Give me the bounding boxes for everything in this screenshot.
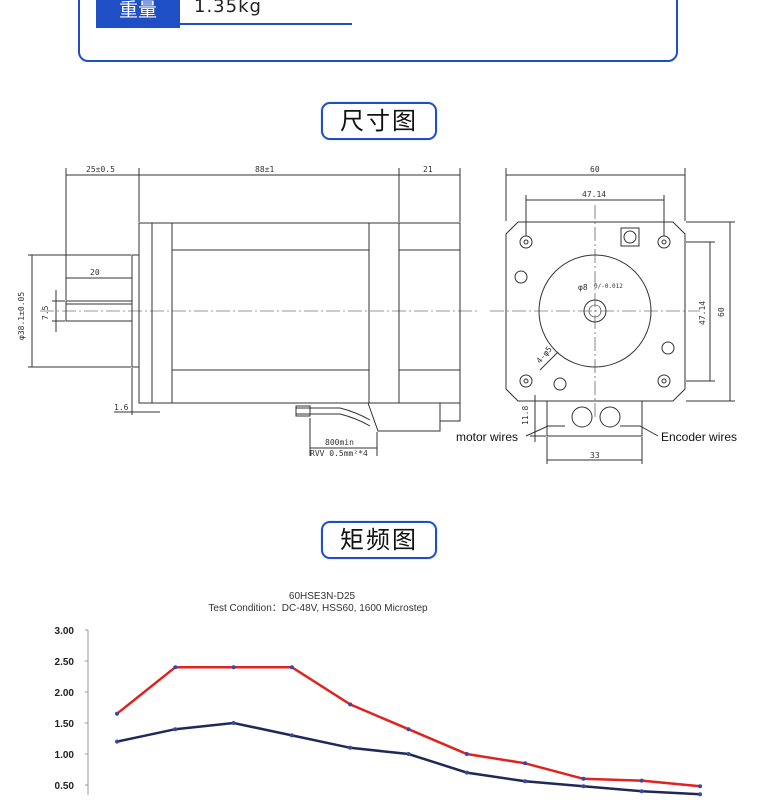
data-point <box>523 761 528 766</box>
spec-panel: 重量 1.35kg <box>78 0 678 62</box>
spec-value: 1.35kg <box>180 0 352 25</box>
y-tick-label: 2.50 <box>55 657 75 668</box>
data-point <box>231 721 236 725</box>
dim-shaft-len: 20 <box>90 268 100 277</box>
data-point <box>698 784 702 789</box>
data-point <box>639 789 644 794</box>
dim-rear-len: 21 <box>423 165 433 174</box>
y-tick-label: 3.00 <box>55 626 75 637</box>
dim-shaft-d: φ8 <box>578 283 588 292</box>
data-point <box>348 702 353 707</box>
motor-wires-label: motor wires <box>456 430 518 444</box>
dim-box-h: 11.8 <box>521 406 530 425</box>
y-tick-label: 1.50 <box>55 719 75 730</box>
dim-flange: 1.6 <box>114 403 129 412</box>
torque-title: 矩频图 <box>321 521 437 559</box>
dim-hole-pitch: 47.14 <box>582 190 606 199</box>
y-tick-label: 2.00 <box>55 688 75 699</box>
y-tick-label: 0.50 <box>55 781 75 792</box>
dim-cable-spec: RVV 0.5mm²*4 <box>310 449 368 458</box>
chart-subtitle: Test Condition：DC-48V, HSS60, 1600 Micro… <box>208 603 428 614</box>
dim-body-len: 88±1 <box>255 165 274 174</box>
dimension-title: 尺寸图 <box>321 102 437 140</box>
data-point <box>115 739 119 744</box>
dim-side-square: 60 <box>717 307 726 317</box>
dim-cable-len: 800min <box>325 438 354 447</box>
chart-title: 60HSE3N-D25 <box>289 591 356 602</box>
dim-box-w: 33 <box>590 451 600 460</box>
series-line-2 <box>116 721 701 796</box>
data-point <box>115 711 119 716</box>
data-point <box>698 792 702 797</box>
data-point <box>348 745 353 750</box>
data-point <box>523 779 528 784</box>
data-point <box>581 784 586 789</box>
data-point <box>464 770 469 775</box>
dim-holes: 4-φ5 <box>535 345 554 366</box>
dimension-drawing: 25±0.5 88±1 21 20 φ38.1±0.05 7.5 1.6 800… <box>17 165 737 464</box>
data-point <box>464 752 469 756</box>
data-point <box>406 752 411 756</box>
dim-shaft-tol: 0/-0.012 <box>594 283 623 290</box>
data-point <box>231 665 236 670</box>
data-point <box>406 727 411 732</box>
encoder-wires-label: Encoder wires <box>661 430 737 444</box>
dim-shaft-dia: φ38.1±0.05 <box>17 292 26 340</box>
data-point <box>173 727 178 732</box>
spec-label: 重量 <box>96 0 180 28</box>
y-tick-label: 1.00 <box>55 750 75 761</box>
data-point <box>289 665 294 670</box>
dim-side-pitch: 47.14 <box>698 301 707 325</box>
dim-square: 60 <box>590 165 600 174</box>
data-point <box>173 665 178 670</box>
dim-flat: 7.5 <box>41 305 50 320</box>
data-point <box>581 776 586 781</box>
torque-chart: 60HSE3N-D25 Test Condition：DC-48V, HSS60… <box>55 591 702 797</box>
data-point <box>289 733 294 738</box>
data-point <box>639 778 644 783</box>
dim-front-len: 25±0.5 <box>86 165 115 174</box>
